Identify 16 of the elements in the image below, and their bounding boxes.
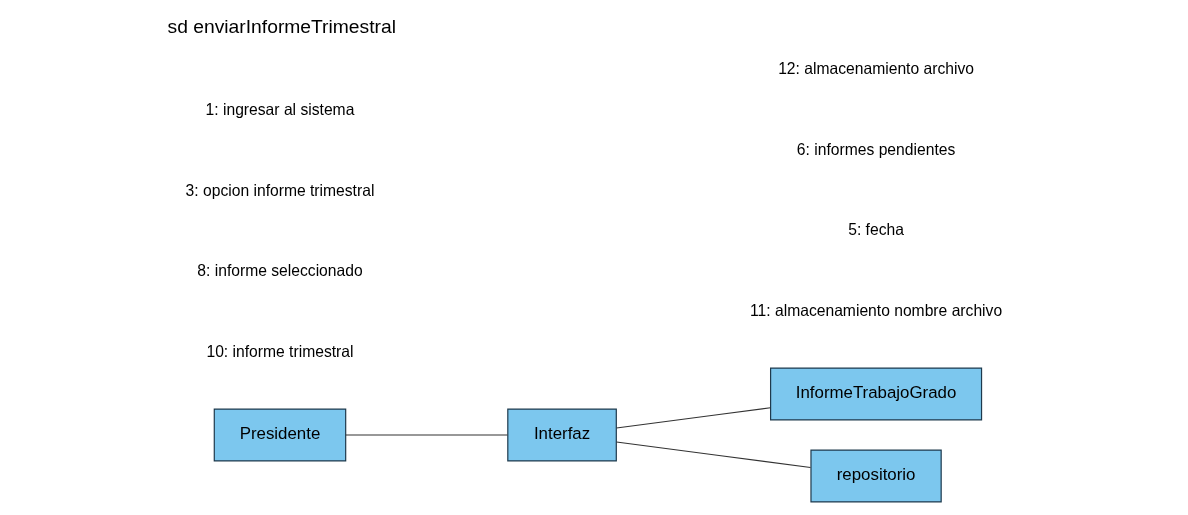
- label: 1: ingresar al sistema: [205, 100, 355, 118]
- label: 3: opcion informe trimestral: [185, 181, 375, 199]
- label: 10: informe trimestral: [206, 343, 354, 361]
- diagram-title: sd enviarInformeTrimestral: [167, 16, 396, 38]
- label: 11: almacenamiento nombre archivo: [750, 302, 1003, 320]
- connector: [615, 441, 812, 469]
- node-box: Presidente: [213, 408, 347, 462]
- node-box: Interfaz: [507, 408, 617, 462]
- connector: [615, 407, 772, 429]
- label: 5: fecha: [848, 221, 904, 239]
- node-box: repositorio: [810, 449, 942, 503]
- connector: [345, 434, 509, 436]
- label: 6: informes pendientes: [796, 140, 956, 158]
- node-box: InformeTrabajoGrado: [770, 367, 983, 421]
- label: 12: almacenamiento archivo: [778, 59, 974, 77]
- label: 8: informe seleccionado: [197, 262, 363, 280]
